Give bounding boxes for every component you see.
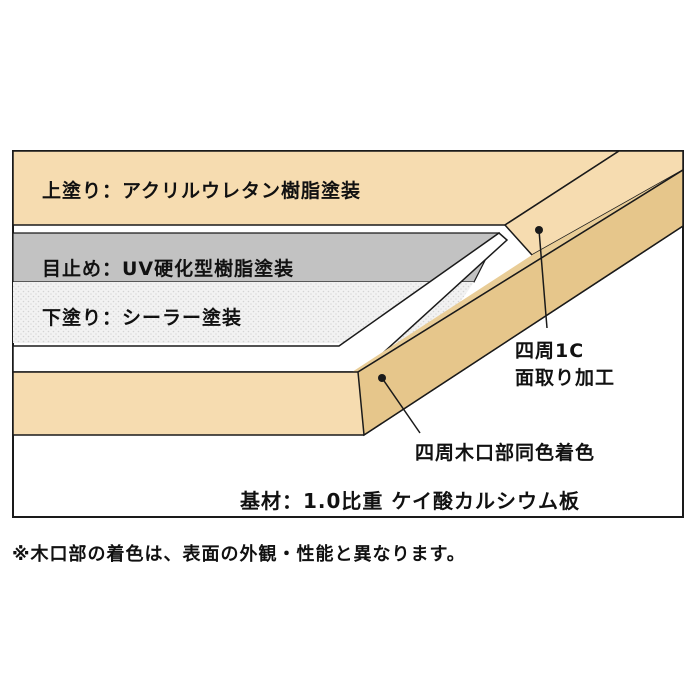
base-material-label: 基材：1.0比重 ケイ酸カルシウム板 [240, 489, 580, 513]
chamfer-label-line1: 四周1C [515, 340, 585, 362]
edge-color-label: 四周木口部同色着色 [415, 442, 596, 464]
chamfer-leader [538, 229, 548, 329]
upper-chamfer-strip [503, 150, 684, 256]
filler-label: 目止め：UV硬化型樹脂塗装 [42, 258, 295, 280]
edge-color-leader-dot [378, 374, 386, 382]
chamfer-label-line2: 面取り加工 [515, 367, 616, 389]
layer-diagram [12, 150, 684, 518]
undercoat-label: 下塗り：シーラー塗装 [42, 307, 243, 329]
base-board-edge [357, 168, 684, 437]
footnote: ※木口部の着色は、表面の外観・性能と異なります。 [12, 544, 466, 565]
edge-color-leader [381, 377, 421, 434]
top-coat-label: 上塗り：アクリルウレタン樹脂塗装 [42, 180, 362, 202]
undercoat-layer [13, 282, 474, 343]
chamfer-leader-dot [535, 226, 543, 234]
